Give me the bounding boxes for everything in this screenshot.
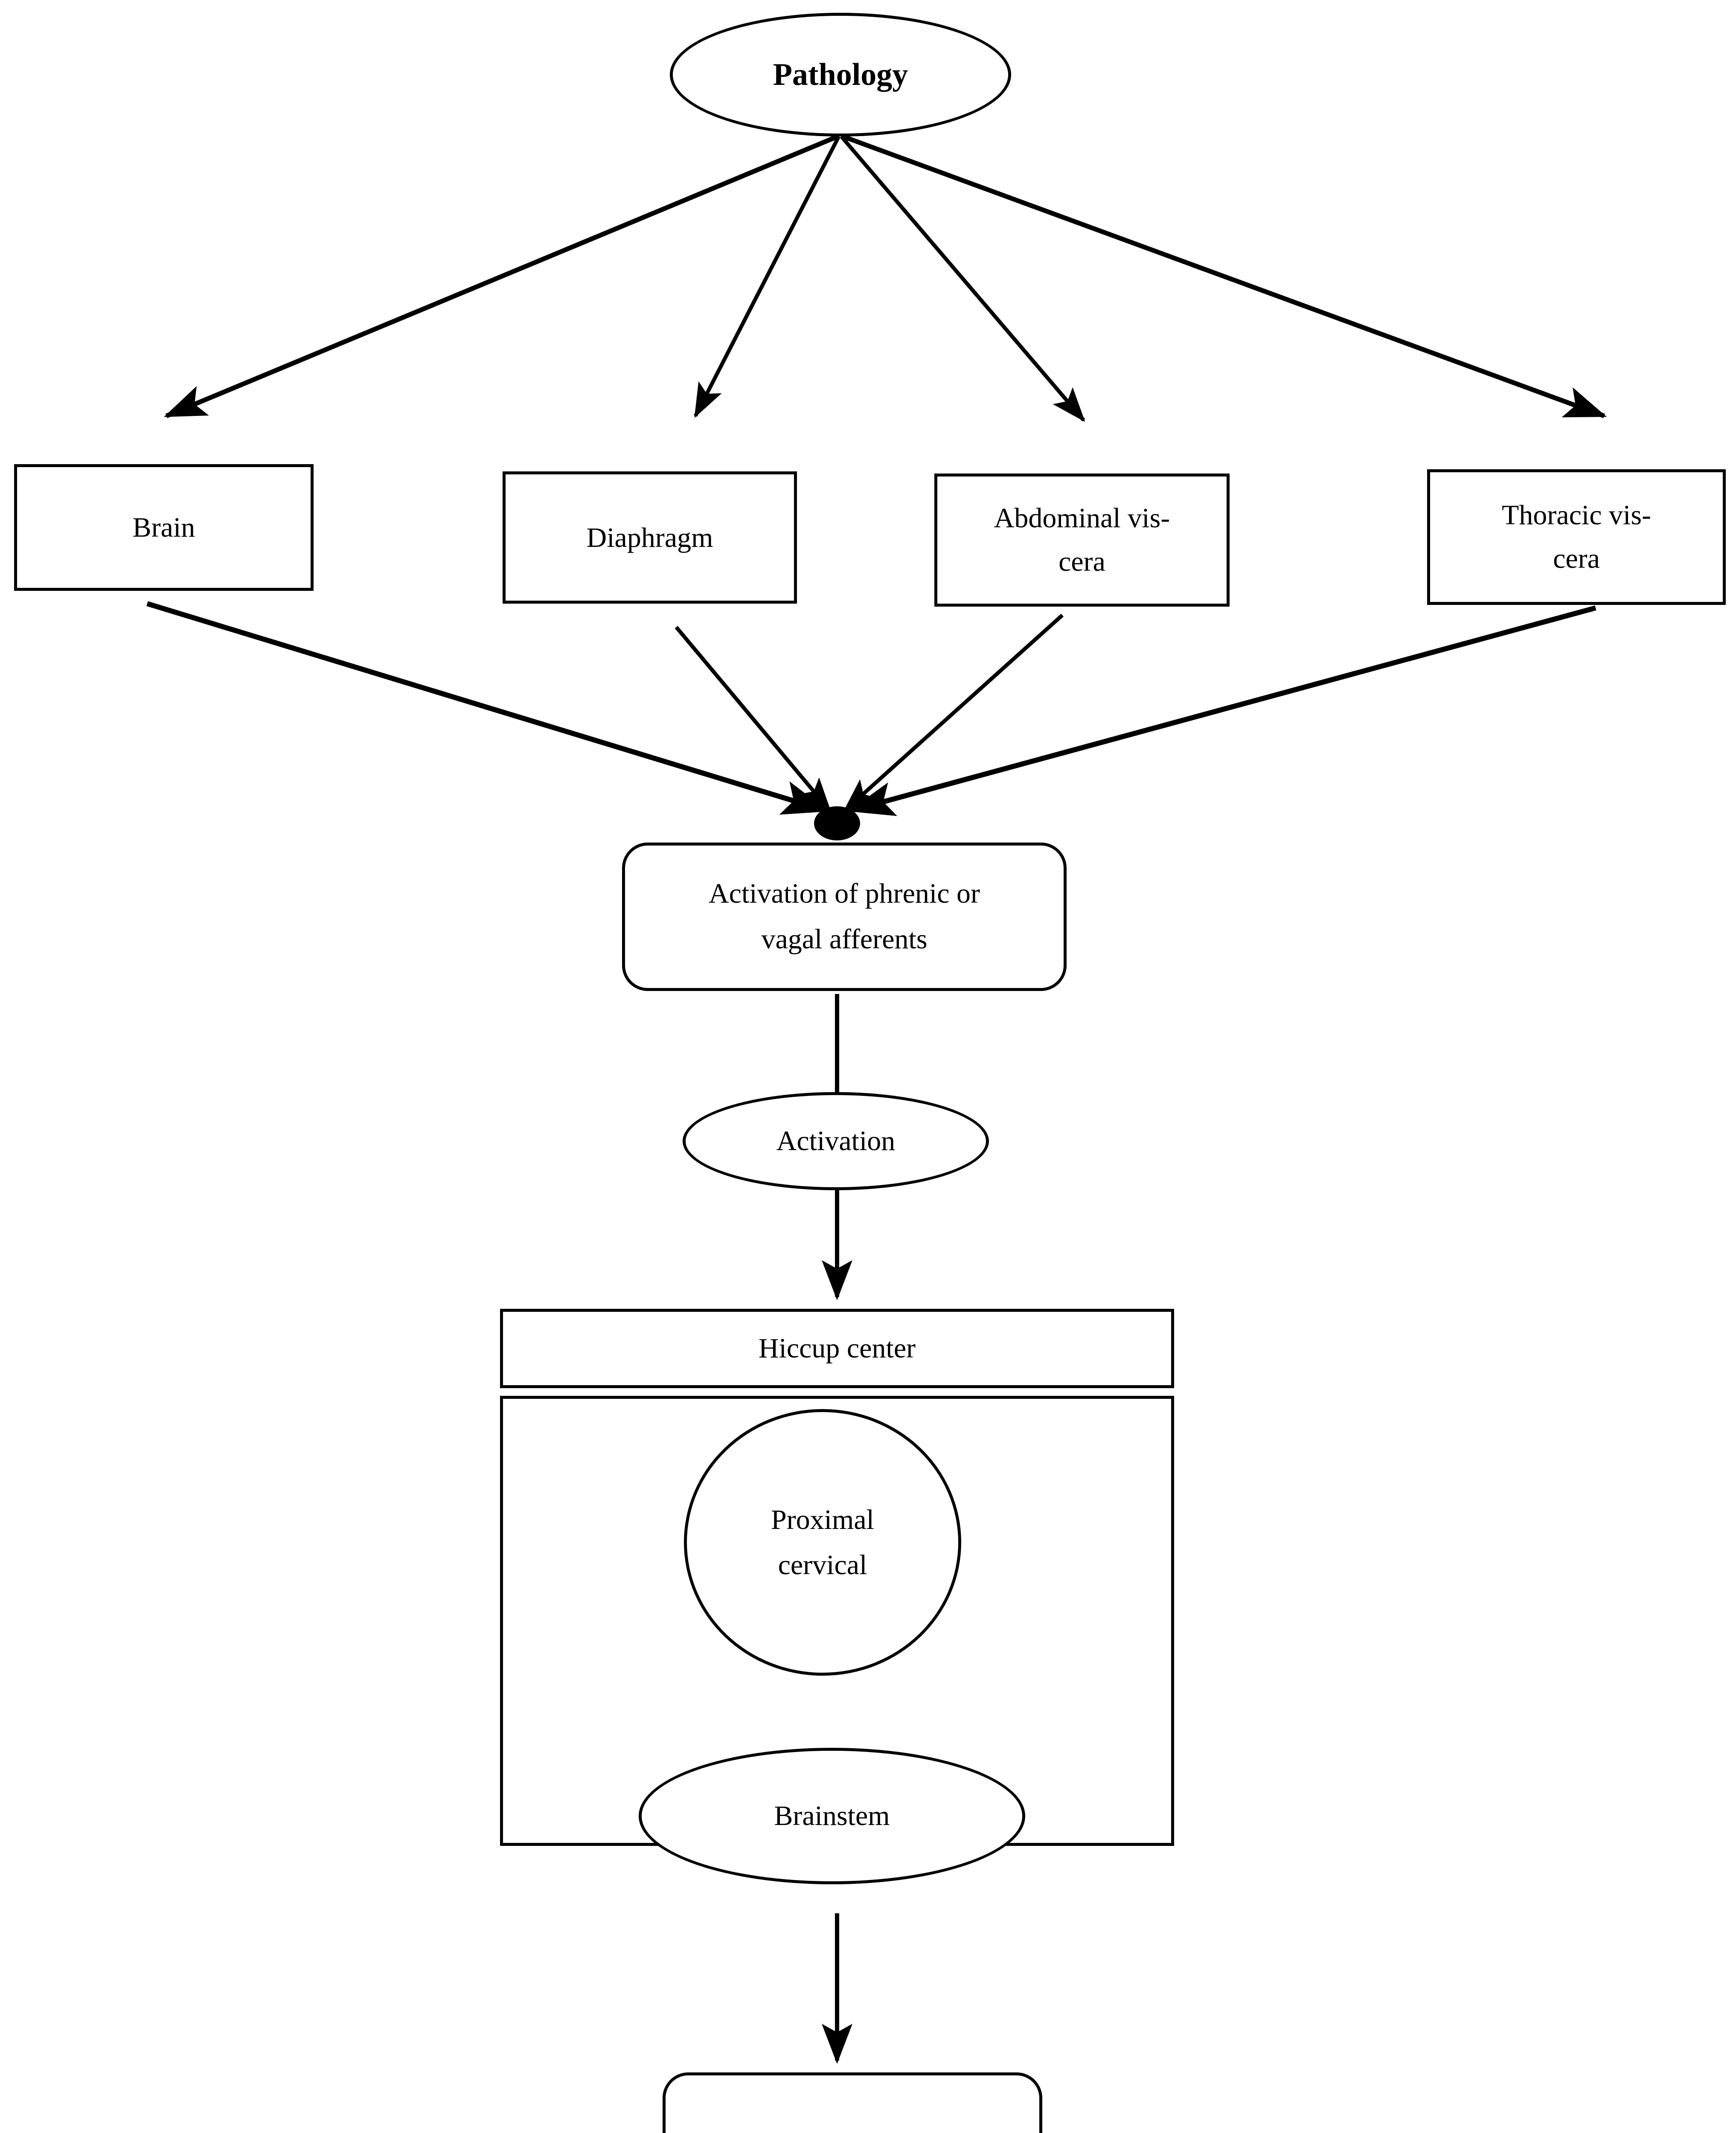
node-brainstem[interactable]: Brainstem <box>639 1748 1025 1884</box>
node-hiccup-center-header[interactable]: Hiccup center <box>500 1309 1174 1388</box>
node-thoracic-viscera-label: Thoracic vis- cera <box>1501 499 1651 574</box>
node-proximal-cervical-label: Proximal cervical <box>771 1504 874 1581</box>
edge-pathology-to-brain <box>163 134 839 418</box>
node-abdominal-viscera[interactable]: Abdominal vis- cera <box>934 474 1230 607</box>
edge-pathology-to-diaphragm <box>693 135 841 418</box>
edge-thoracic-to-junction <box>848 605 1596 816</box>
node-phrenic-vagal-afferents[interactable]: Activation of phrenic or vagal afferents <box>622 843 1067 991</box>
node-activation[interactable]: Activation <box>683 1092 989 1190</box>
node-activation-label: Activation <box>776 1125 896 1157</box>
node-hiccup-center-label: Hiccup center <box>758 1333 916 1364</box>
node-diaphragm-label: Diaphragm <box>586 522 713 553</box>
edge-pathology-to-thoracic <box>842 134 1607 418</box>
edge-diaphragm-to-junction <box>675 626 832 813</box>
node-pathology[interactable]: Pathology <box>670 13 1011 137</box>
edge-abdominal-to-junction <box>843 613 1064 812</box>
edge-pathology-to-abdominal <box>840 135 1085 422</box>
node-brain-label: Brain <box>132 512 195 543</box>
junction-dot <box>814 806 860 840</box>
node-abdominal-viscera-label: Abdominal vis- cera <box>994 502 1170 577</box>
node-brainstem-label: Brainstem <box>774 1800 890 1832</box>
node-brain[interactable]: Brain <box>14 464 314 591</box>
node-proximal-cervical[interactable]: Proximal cervical <box>684 1409 961 1676</box>
node-thoracic-viscera[interactable]: Thoracic vis- cera <box>1427 469 1726 605</box>
node-motor-afferents-label: Activation of motor afferents (inter- co… <box>666 2128 1039 2133</box>
edge-brain-to-junction <box>146 601 829 815</box>
node-diaphragm[interactable]: Diaphragm <box>503 471 797 604</box>
node-motor-afferents[interactable]: Activation of motor afferents (inter- co… <box>663 2072 1042 2133</box>
node-phrenic-vagal-afferents-label: Activation of phrenic or vagal afferents <box>709 878 980 955</box>
node-pathology-label: Pathology <box>773 57 908 92</box>
